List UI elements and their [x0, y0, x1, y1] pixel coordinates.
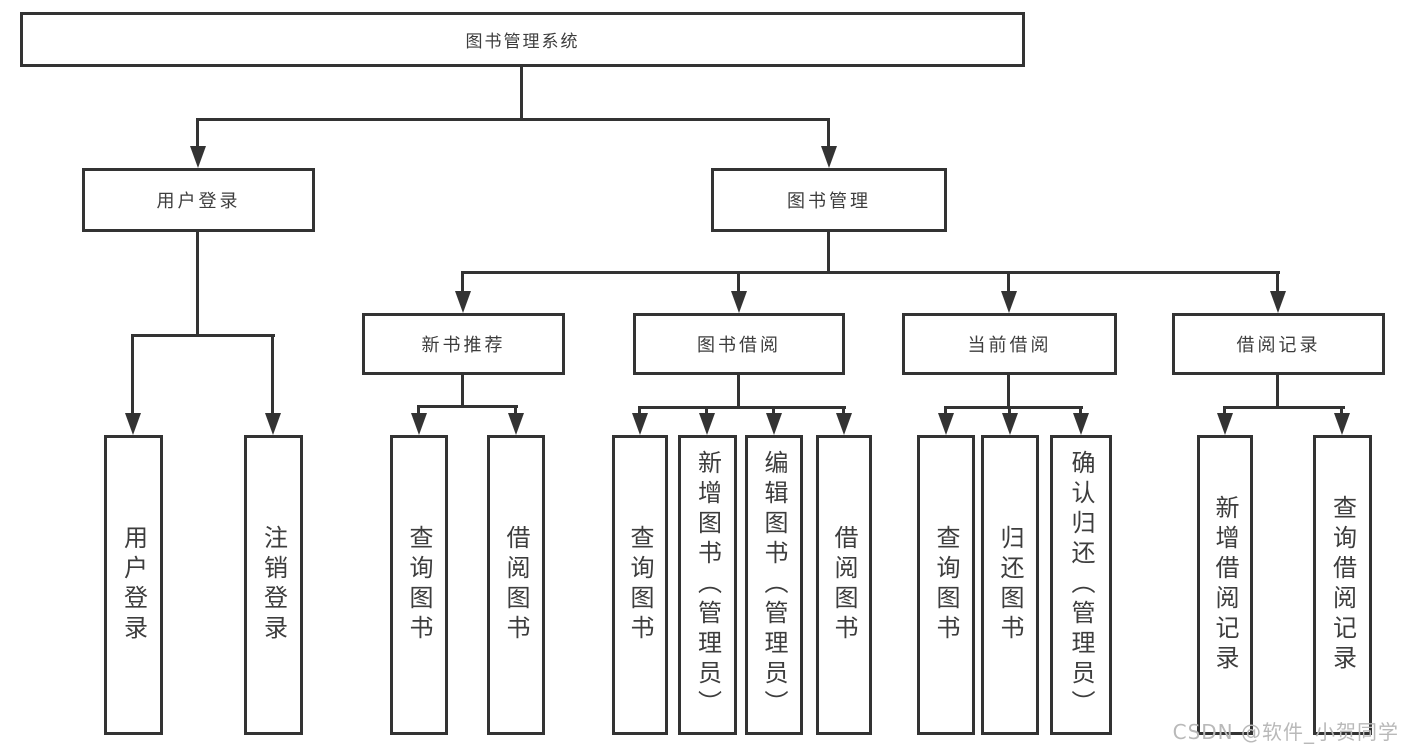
connector-line [196, 118, 830, 121]
arrow-down-icon [1002, 413, 1018, 435]
arrow-down-icon [411, 413, 427, 435]
leaf-add-borrow-record: 新增借阅记录 [1197, 435, 1253, 735]
leaf-return-book: 归还图书 [981, 435, 1039, 735]
connector-line [461, 271, 1280, 274]
connector-line [772, 406, 775, 415]
node-label: 用户登录 [156, 191, 241, 212]
node-label: 借阅记录 [1236, 335, 1321, 356]
arrow-down-icon [190, 146, 206, 168]
leaf-label: 注销登录 [259, 525, 288, 645]
arrow-down-icon [1217, 413, 1233, 435]
connector-line [271, 334, 274, 415]
leaf-label: 编辑图书（管理员） [760, 450, 788, 720]
leaf-label: 新增借阅记录 [1211, 495, 1239, 675]
node-current-borrowing: 当前借阅 [902, 313, 1117, 375]
leaf-confirm-return-admin: 确认归还（管理员） [1050, 435, 1112, 735]
arrow-down-icon [836, 413, 852, 435]
node-label: 图书管理系统 [465, 32, 580, 52]
leaf-borrow-books-recommend: 借阅图书 [487, 435, 545, 735]
csdn-watermark: CSDN @软件_小贺同学 [1172, 720, 1399, 744]
arrow-down-icon [508, 413, 524, 435]
arrow-down-icon [125, 413, 141, 435]
connector-line [196, 232, 199, 336]
connector-line [131, 334, 275, 337]
connector-line [638, 406, 846, 409]
connector-line [1223, 406, 1345, 409]
node-label: 图书管理 [787, 191, 871, 212]
connector-line [1276, 271, 1279, 293]
node-book-borrowing: 图书借阅 [633, 313, 845, 375]
leaf-borrow-books: 借阅图书 [816, 435, 872, 735]
connector-line [1223, 406, 1226, 415]
arrow-down-icon [731, 291, 747, 313]
leaf-label: 归还图书 [996, 525, 1024, 645]
leaf-query-books-recommend: 查询图书 [390, 435, 448, 735]
leaf-edit-book-admin: 编辑图书（管理员） [745, 435, 803, 735]
connector-line [131, 334, 134, 415]
connector-line [1079, 406, 1082, 415]
node-label: 当前借阅 [967, 335, 1052, 356]
leaf-user-login: 用户登录 [104, 435, 163, 735]
connector-line [417, 405, 420, 415]
connector-line [827, 232, 830, 273]
leaf-logout: 注销登录 [244, 435, 303, 735]
connector-line [737, 375, 740, 408]
connector-line [1007, 375, 1010, 408]
leaf-query-books-borrowing: 查询图书 [612, 435, 668, 735]
node-label: 新书推荐 [421, 335, 506, 356]
node-label: 图书借阅 [697, 335, 781, 356]
connector-line [461, 271, 464, 293]
connector-line [638, 406, 641, 415]
node-new-book-recommend: 新书推荐 [362, 313, 565, 375]
connector-line [417, 405, 518, 408]
leaf-label: 借阅图书 [830, 525, 858, 645]
arrow-down-icon [1270, 291, 1286, 313]
arrow-down-icon [1073, 413, 1089, 435]
node-borrowing-records: 借阅记录 [1172, 313, 1385, 375]
leaf-label: 确认归还（管理员） [1067, 450, 1095, 720]
node-user-login: 用户登录 [82, 168, 315, 232]
leaf-add-book-admin: 新增图书（管理员） [678, 435, 737, 735]
node-library-management-system: 图书管理系统 [20, 12, 1025, 67]
leaf-label: 查询图书 [626, 525, 654, 645]
leaf-label: 查询图书 [405, 525, 433, 645]
connector-line [944, 406, 947, 415]
connector-line [737, 271, 740, 293]
leaf-label: 借阅图书 [502, 525, 530, 645]
connector-line [514, 405, 517, 415]
connector-line [196, 118, 199, 148]
arrow-down-icon [821, 146, 837, 168]
connector-line [705, 406, 708, 415]
connector-line [1007, 271, 1010, 293]
connector-line [1276, 375, 1279, 408]
node-book-management: 图书管理 [711, 168, 947, 232]
leaf-label: 查询图书 [932, 525, 960, 645]
leaf-label: 用户登录 [119, 525, 148, 645]
arrow-down-icon [632, 413, 648, 435]
leaf-query-borrow-record: 查询借阅记录 [1313, 435, 1372, 735]
arrow-down-icon [455, 291, 471, 313]
arrow-down-icon [938, 413, 954, 435]
connector-line [461, 375, 464, 407]
arrow-down-icon [766, 413, 782, 435]
connector-line [944, 406, 1083, 409]
connector-line [842, 406, 845, 415]
arrow-down-icon [1334, 413, 1350, 435]
arrow-down-icon [265, 413, 281, 435]
connector-line [520, 67, 523, 121]
connector-line [1008, 406, 1011, 415]
arrow-down-icon [699, 413, 715, 435]
leaf-label: 新增图书（管理员） [693, 450, 722, 720]
connector-line [1340, 406, 1343, 415]
leaf-query-books-current: 查询图书 [917, 435, 975, 735]
arrow-down-icon [1001, 291, 1017, 313]
leaf-label: 查询借阅记录 [1328, 495, 1357, 675]
connector-line [827, 118, 830, 148]
